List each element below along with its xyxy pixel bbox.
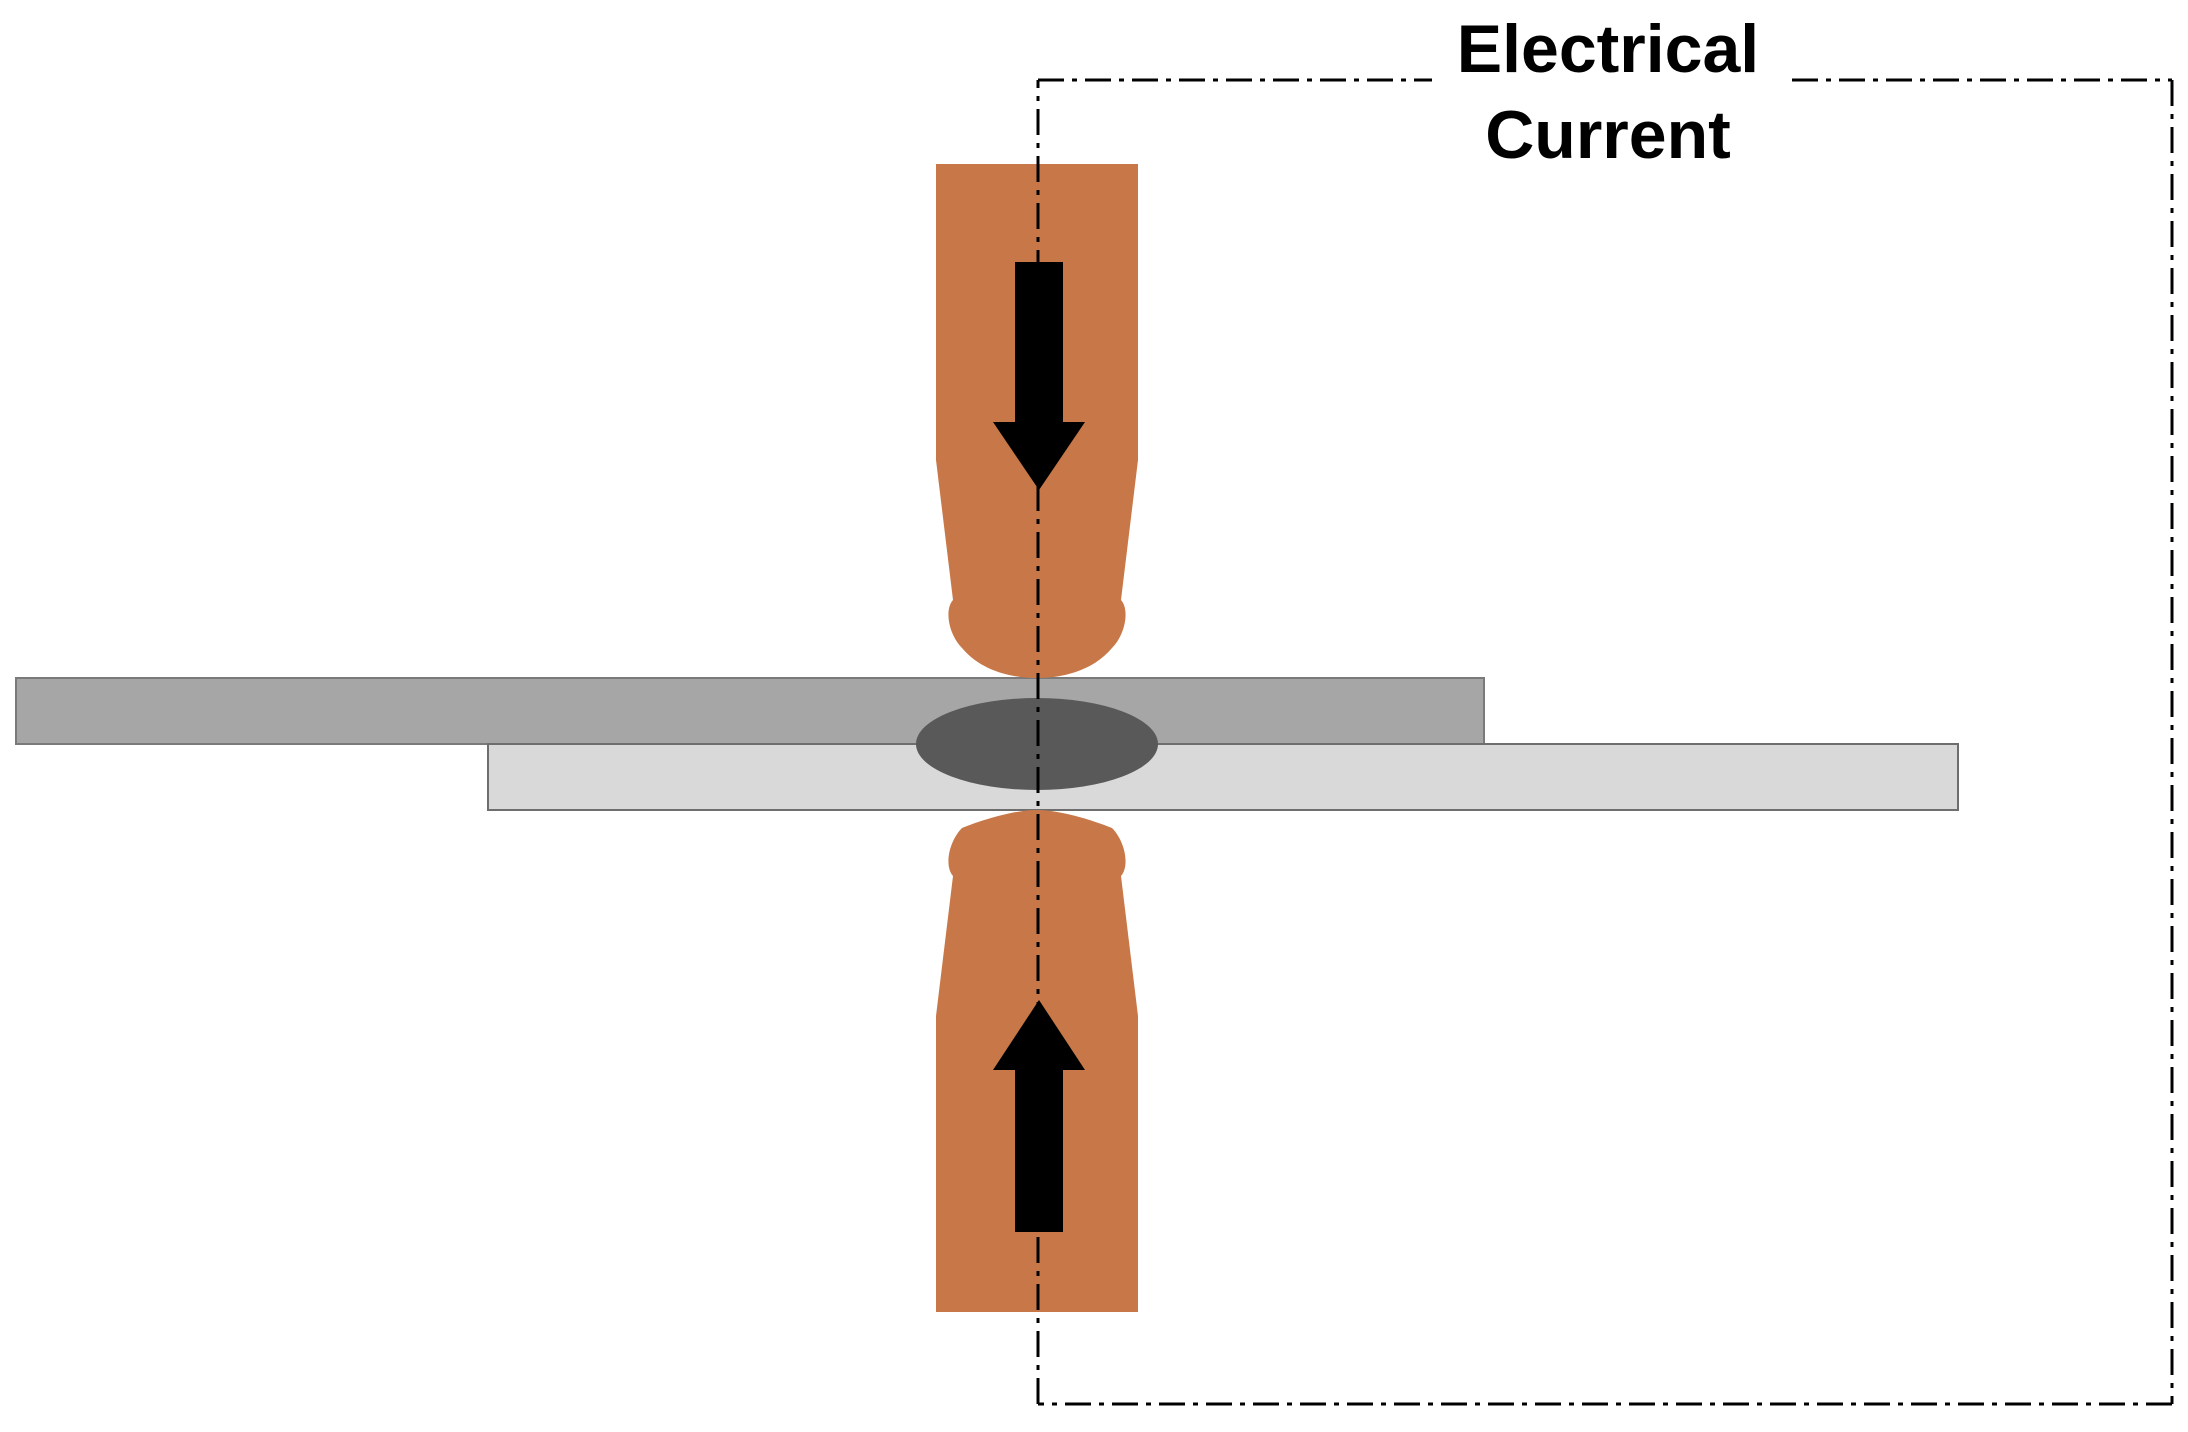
- lower-sheet: [487, 743, 1959, 811]
- current-path: [1036, 78, 2174, 1406]
- electrical-current-label-line2: Current: [1485, 97, 1731, 173]
- arrow-up-icon: [993, 1000, 1085, 1232]
- electrical-current-label-line1: Electrical: [1457, 11, 1759, 87]
- upper-sheet: [15, 677, 1485, 745]
